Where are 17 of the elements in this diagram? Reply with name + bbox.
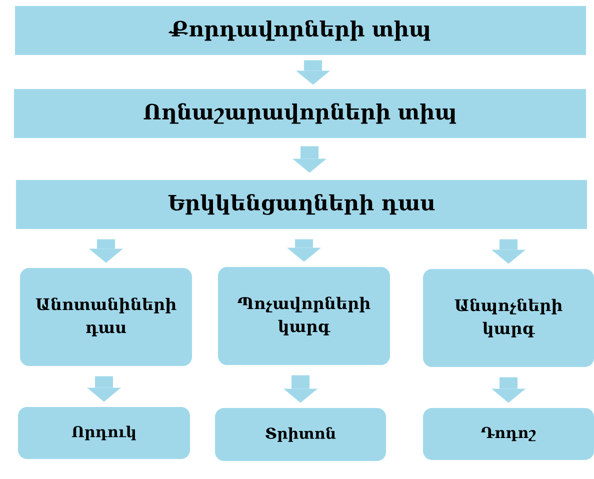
category-box: Պոչավորների կարգ (218, 267, 390, 365)
block-arrow (287, 239, 321, 262)
block-arrow (492, 239, 526, 264)
block-arrow (292, 146, 326, 173)
category-box: Դոդոշ (423, 408, 594, 460)
category-box: Տրիտոն (215, 408, 386, 461)
category-box: Երկկենցաղների դաս (16, 180, 587, 229)
category-box: Անոտանիների դաս (20, 268, 192, 366)
category-box: Ողնաշարավորների տիպ (14, 89, 586, 138)
block-arrow (87, 376, 121, 402)
category-box: Քորդավորների տիպ (15, 6, 586, 55)
block-arrow (296, 60, 330, 85)
block-arrow (89, 239, 123, 263)
block-arrow (492, 377, 526, 403)
category-box: Անպոչների կարգ (423, 269, 594, 367)
block-arrow (284, 375, 318, 403)
category-box: Որդուկ (18, 407, 190, 459)
